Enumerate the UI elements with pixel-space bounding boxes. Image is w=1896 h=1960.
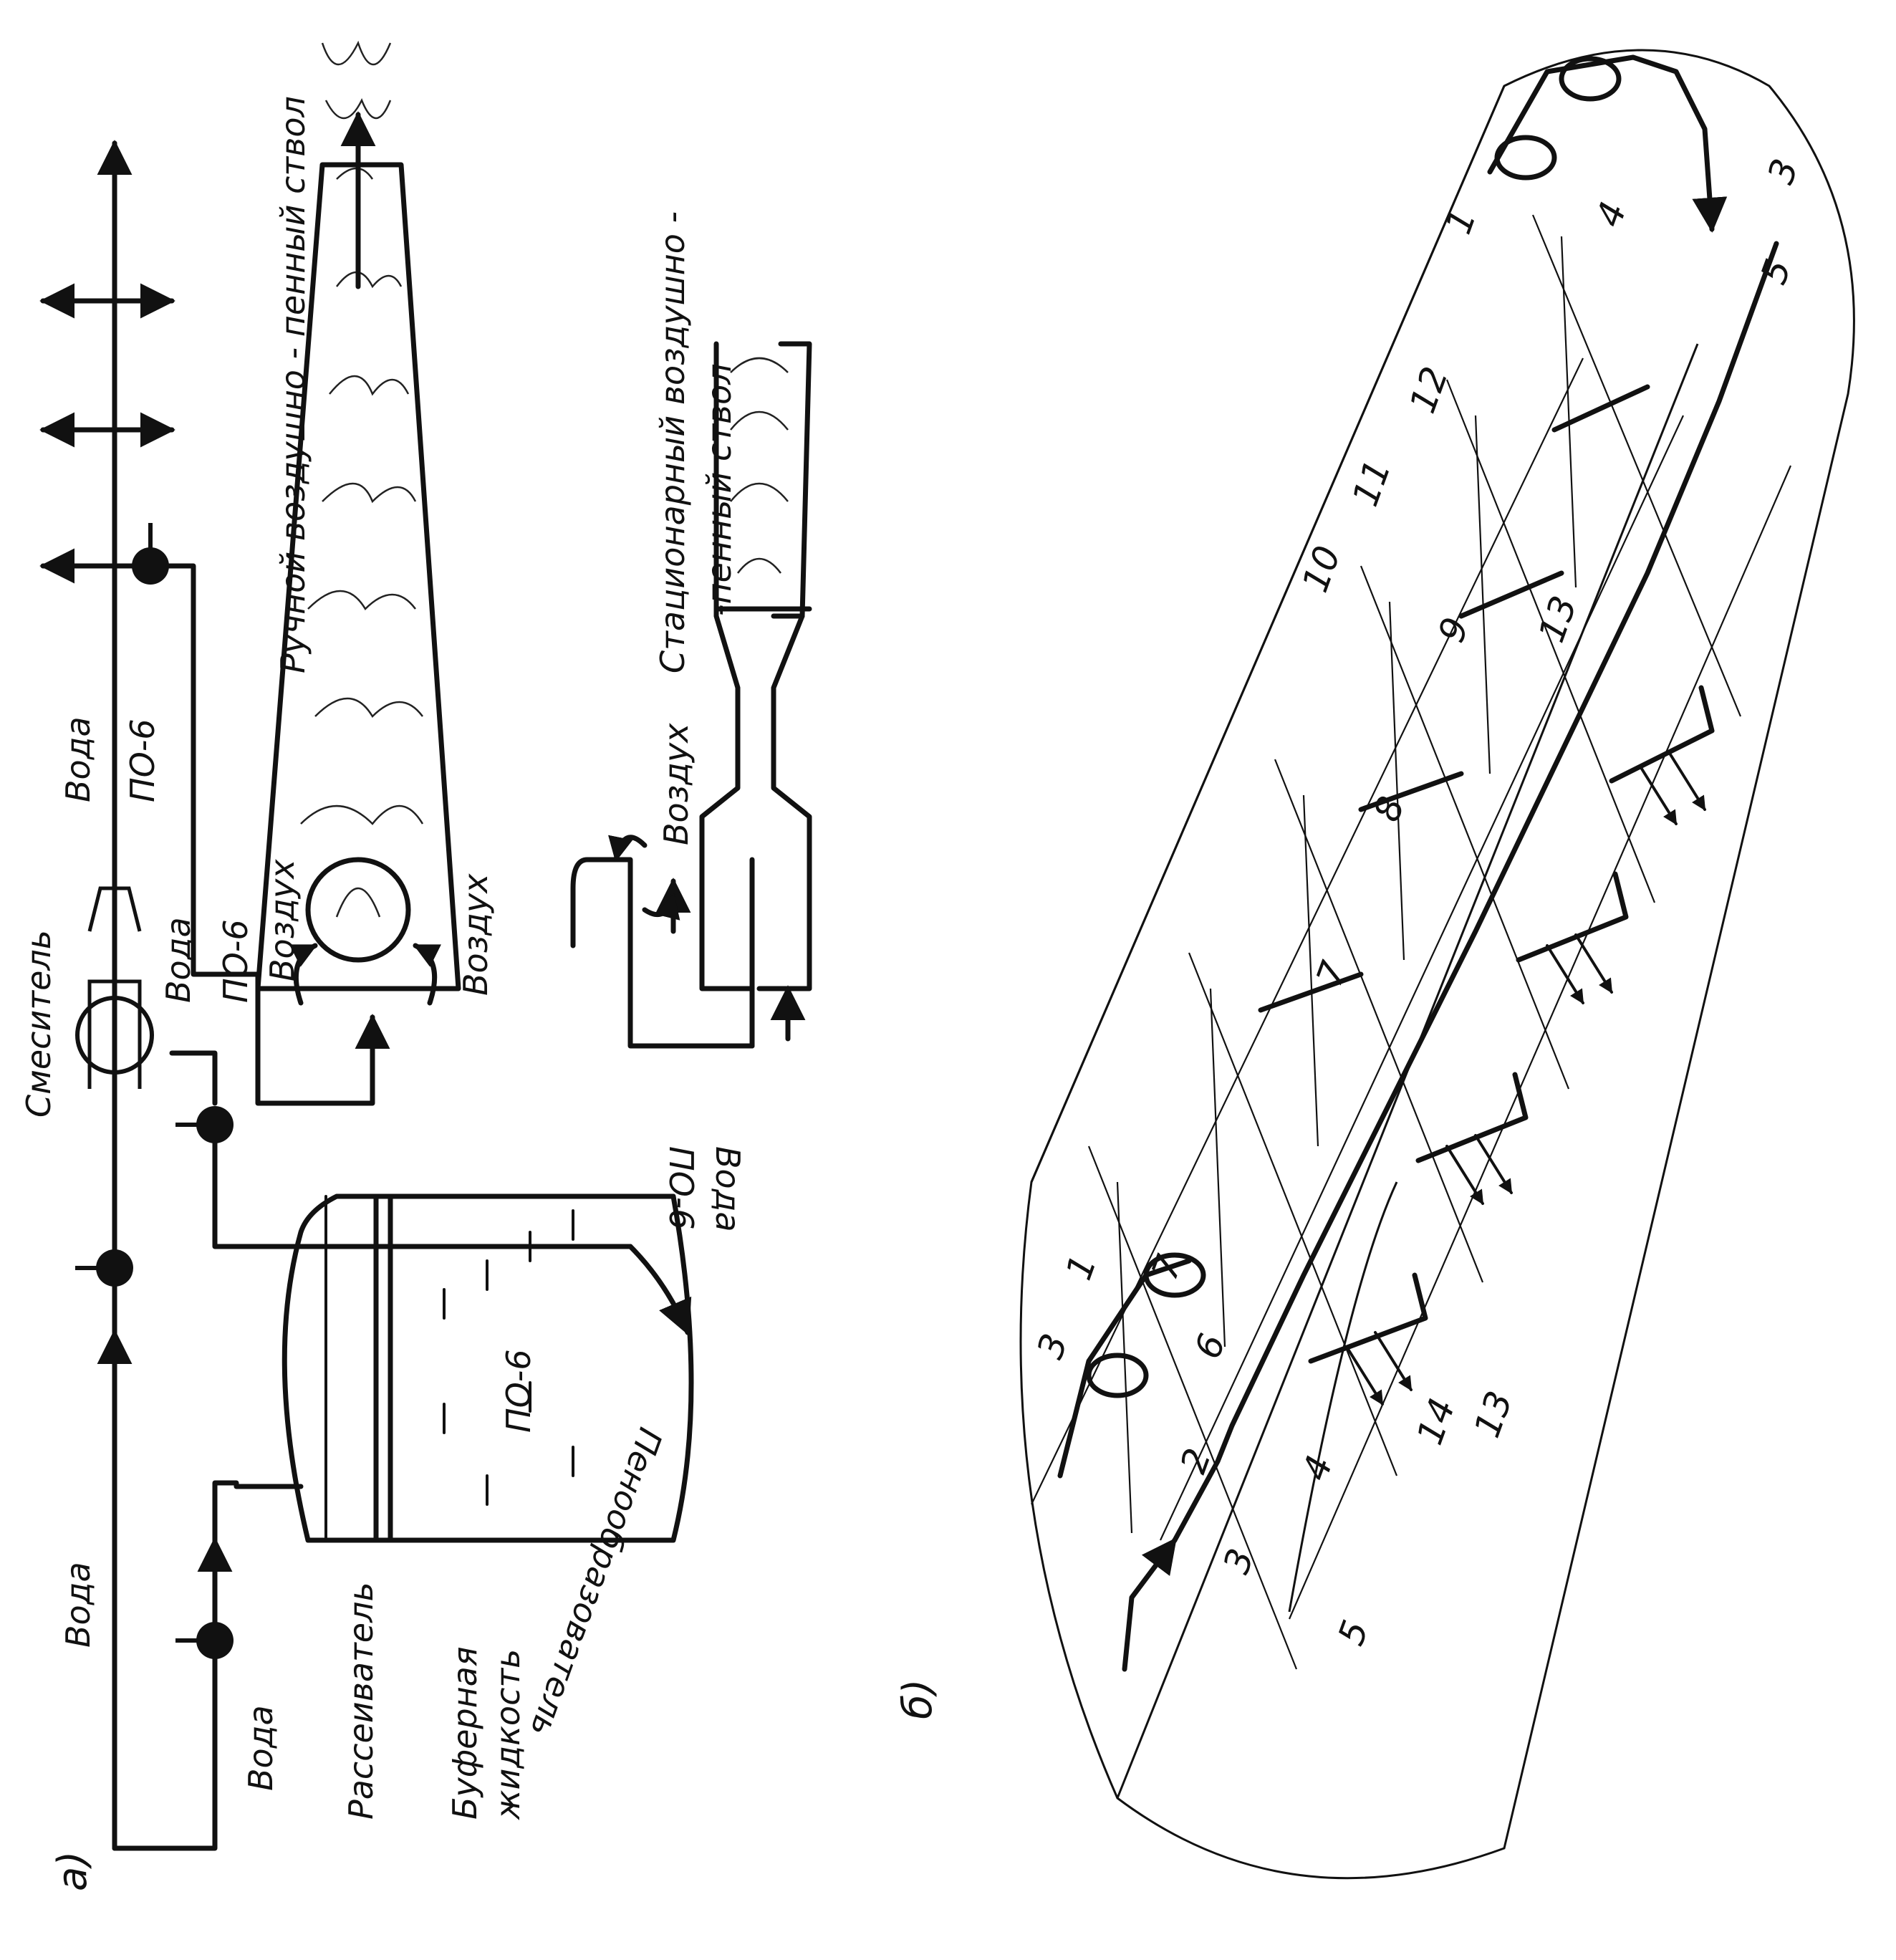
callout-5: 5 xyxy=(1330,1615,1377,1651)
distribution-arrows xyxy=(39,283,175,584)
foam-agent-pipe xyxy=(212,1115,633,1249)
callouts: 1 2 3 3 4 5 6 7 7 13 14 8 9 10 11 12 13 … xyxy=(1029,153,1806,1651)
callout-3-stern: 3 xyxy=(1760,153,1806,189)
callout-7b: 7 xyxy=(1309,956,1355,991)
label-water-main: Вода xyxy=(59,1562,97,1648)
label-mixer: Смеситель xyxy=(19,930,58,1118)
foam-to-mixer-pipe xyxy=(169,1050,218,1106)
label-tank-content: ПО-6 xyxy=(499,1349,538,1433)
valve-branch-icon xyxy=(175,1622,234,1659)
label-stat-nozzle-2: -пенный ствол xyxy=(700,363,738,616)
main-fire-pipeline xyxy=(1172,241,1779,1543)
label-hand-po6: ПО-6 xyxy=(216,919,255,1003)
callout-1-stern: 1 xyxy=(1438,203,1484,239)
label-buffer-line2: жидкость xyxy=(489,1649,527,1820)
hand-foam-nozzle xyxy=(255,40,461,1006)
compartment-grid xyxy=(1031,214,1792,1670)
label-hand-nozzle: Ручной воздушно - пенный ствол xyxy=(274,96,312,673)
branch-water-pipe xyxy=(112,1502,218,1851)
callout-8: 8 xyxy=(1366,791,1413,827)
label-sprayer: Рассеиватель xyxy=(342,1582,380,1820)
label-stat-water: Вода xyxy=(708,1146,747,1232)
stationary-foam-nozzle xyxy=(570,341,812,1049)
label-hand-water: Вода xyxy=(159,917,198,1003)
label-stat-nozzle-1: Стационарный воздушно - xyxy=(653,211,692,673)
callout-13b: 13 xyxy=(1531,590,1585,648)
callout-6: 6 xyxy=(1187,1328,1233,1364)
tank-inlet-pipe xyxy=(212,1480,304,1651)
sprinkler-branches xyxy=(1258,384,1715,1406)
label-buffer-line1: Буферная xyxy=(446,1646,484,1820)
valve-main-icon xyxy=(75,1249,133,1287)
label-foam-agent: Пенообразователь xyxy=(522,1423,670,1742)
callout-11: 11 xyxy=(1344,454,1399,511)
hull-deck-edge xyxy=(1030,85,1506,1183)
panel-b-label: б) xyxy=(895,1679,941,1719)
callout-9: 9 xyxy=(1430,612,1477,648)
valve-top-icon xyxy=(132,523,169,585)
callout-2: 2 xyxy=(1173,1443,1219,1479)
callout-12: 12 xyxy=(1402,361,1456,418)
valve-foam-icon xyxy=(175,1106,234,1143)
foam-tank xyxy=(281,1193,694,1543)
panel-a-label: а) xyxy=(49,1851,96,1891)
panel-b-ship: б) 1 2 3 3 4 5 6 7 7 13 14 8 9 10 11 12 … xyxy=(895,49,1855,1880)
stern-foam-tanks xyxy=(1487,54,1728,233)
callout-4: 4 xyxy=(1294,1450,1341,1486)
callout-3: 3 xyxy=(1029,1328,1076,1364)
callout-10: 10 xyxy=(1294,540,1349,597)
label-water-branch: Вода xyxy=(241,1705,280,1791)
label-po6-after-mixer: ПО-6 xyxy=(123,719,162,802)
ship-hull xyxy=(1019,49,1855,1880)
label-stat-po6: ПО-6 xyxy=(662,1146,701,1230)
callout-1: 1 xyxy=(1058,1249,1105,1285)
callout-4-stern: 4 xyxy=(1588,196,1635,232)
label-hand-air-2: Воздух xyxy=(456,873,495,996)
callout-14: 14 xyxy=(1409,1393,1463,1450)
callout-3b: 3 xyxy=(1216,1543,1262,1579)
callout-13: 13 xyxy=(1466,1385,1521,1443)
bow-foam-tanks xyxy=(1057,1252,1206,1672)
label-hand-air-1: Воздух xyxy=(263,859,302,981)
panel-a-scheme: а) Вода Вода Смеситель Вода ПО-6 Рассеив… xyxy=(19,40,812,1891)
label-stat-air: Воздух xyxy=(657,723,696,845)
label-water-after-mixer: Вода xyxy=(59,716,97,802)
foam-agent-flow xyxy=(627,1244,692,1336)
